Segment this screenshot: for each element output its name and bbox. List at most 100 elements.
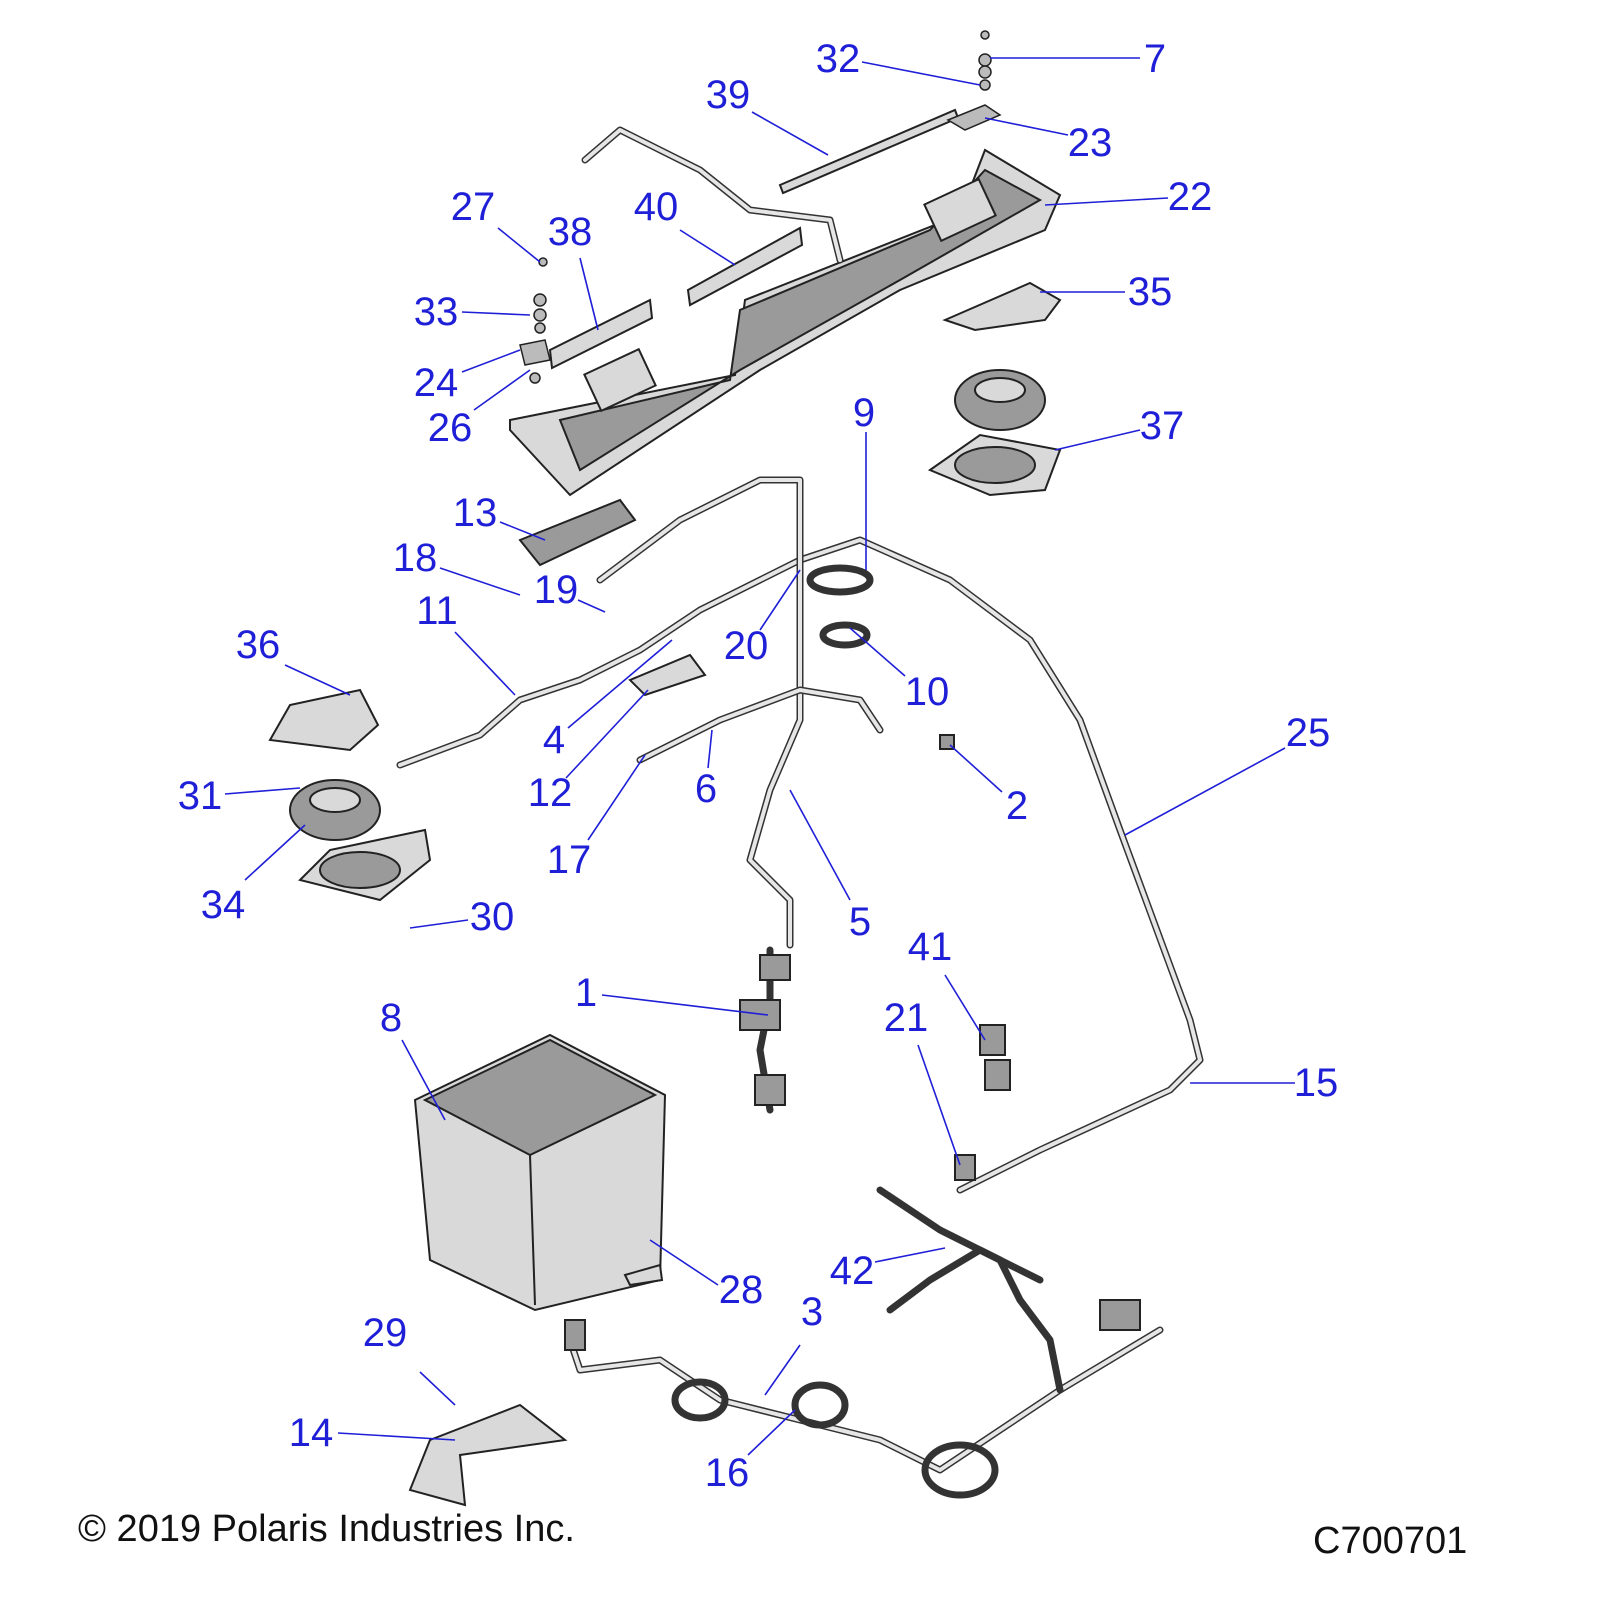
- leader-line-4: [567, 639, 673, 729]
- callout-34: 34: [201, 883, 246, 927]
- callout-35: 35: [1128, 270, 1173, 314]
- callout-23: 23: [1068, 121, 1113, 165]
- callout-42: 42: [830, 1249, 875, 1293]
- left-speaker-assembly: [268, 688, 432, 902]
- leader-line-1: [601, 994, 769, 1016]
- leader-line-39: [751, 111, 829, 156]
- leader-line-5: [789, 789, 851, 901]
- callout-13: 13: [453, 491, 498, 535]
- right-speaker-assembly: [927, 281, 1062, 497]
- leader-line-14: [337, 1432, 456, 1441]
- callout-16: 16: [705, 1451, 750, 1495]
- leader-line-2: [949, 744, 1003, 793]
- callout-28: 28: [719, 1268, 764, 1312]
- leader-line-12: [565, 689, 649, 779]
- callout-30: 30: [470, 895, 515, 939]
- callout-5: 5: [849, 900, 871, 944]
- callout-14: 14: [289, 1411, 334, 1455]
- callout-29: 29: [363, 1311, 408, 1355]
- relay-41a: [979, 1024, 1006, 1056]
- leader-line-26: [473, 369, 531, 411]
- callout-24: 24: [414, 361, 459, 405]
- callout-15: 15: [1294, 1061, 1339, 1105]
- callout-21: 21: [884, 996, 929, 1040]
- callout-26: 26: [428, 406, 473, 450]
- leader-line-20: [759, 569, 801, 631]
- overhead-console: [509, 148, 1062, 497]
- relay-41b: [984, 1059, 1011, 1091]
- callout-20: 20: [724, 624, 769, 668]
- trim-strip-39: [778, 108, 960, 195]
- leader-line-25: [1124, 747, 1286, 836]
- callout-11: 11: [416, 589, 458, 633]
- leader-line-23: [984, 117, 1069, 136]
- leader-line-11: [454, 631, 516, 696]
- leader-line-31: [224, 787, 301, 795]
- callout-17: 17: [547, 838, 592, 882]
- callout-22: 22: [1168, 175, 1213, 219]
- callout-37: 37: [1140, 404, 1185, 448]
- callout-39: 39: [706, 73, 751, 117]
- leader-line-18: [439, 567, 521, 596]
- battery-box: [413, 1033, 667, 1312]
- callout-27: 27: [451, 185, 496, 229]
- leader-line-13: [499, 521, 546, 541]
- callout-1: 1: [575, 971, 597, 1015]
- leader-line-34: [244, 824, 306, 881]
- leader-line-29: [419, 1371, 456, 1406]
- callout-19: 19: [534, 568, 579, 612]
- callout-3: 3: [801, 1290, 823, 1334]
- trim-strip-40: [686, 226, 804, 307]
- leader-line-36: [284, 664, 351, 696]
- callout-18: 18: [393, 536, 438, 580]
- callout-12: 12: [528, 771, 573, 815]
- leader-line-21: [917, 1044, 961, 1166]
- callout-2: 2: [1006, 784, 1028, 828]
- callout-25: 25: [1286, 711, 1331, 755]
- leader-line-24: [461, 349, 521, 373]
- leader-line-32: [861, 61, 981, 86]
- callout-32: 32: [816, 37, 861, 81]
- callout-10: 10: [905, 670, 950, 714]
- leader-line-28: [649, 1239, 719, 1286]
- callout-4: 4: [543, 718, 565, 762]
- lower-harness: [564, 1186, 1164, 1499]
- fuse-block-13: [518, 498, 637, 567]
- leader-line-22: [1044, 197, 1169, 206]
- callout-7: 7: [1144, 37, 1166, 81]
- callout-9: 9: [853, 391, 875, 435]
- callout-38: 38: [548, 210, 593, 254]
- leader-line-42: [874, 1247, 946, 1263]
- leader-line-16: [747, 1409, 796, 1456]
- leader-line-37: [1054, 429, 1141, 451]
- connector-21: [954, 1154, 976, 1181]
- fasteners: [519, 30, 1002, 384]
- leader-line-30: [409, 919, 469, 929]
- leader-line-17: [587, 754, 646, 841]
- leader-line-19: [577, 599, 606, 613]
- leader-line-6: [707, 729, 713, 769]
- leader-line-3: [764, 1344, 801, 1396]
- callout-41: 41: [908, 925, 953, 969]
- bracket-14: [408, 1403, 568, 1507]
- leader-line-10: [849, 627, 906, 677]
- copyright-notice: © 2019 Polaris Industries Inc.: [78, 1508, 575, 1550]
- callout-33: 33: [414, 290, 459, 334]
- callout-6: 6: [695, 767, 717, 811]
- callout-36: 36: [236, 623, 281, 667]
- trim-strip-38: [548, 298, 654, 370]
- module-12: [628, 653, 707, 697]
- callout-31: 31: [178, 774, 223, 818]
- main-harness: [396, 476, 1204, 1194]
- callout-40: 40: [634, 185, 679, 229]
- diagram-id: C700701: [1313, 1520, 1468, 1562]
- leader-line-27: [497, 227, 541, 263]
- leader-line-38: [579, 257, 599, 331]
- callout-8: 8: [380, 996, 402, 1040]
- leader-line-40: [679, 229, 736, 266]
- leader-line-8: [401, 1039, 446, 1121]
- leader-line-41: [944, 974, 986, 1041]
- leader-line-33: [461, 311, 531, 316]
